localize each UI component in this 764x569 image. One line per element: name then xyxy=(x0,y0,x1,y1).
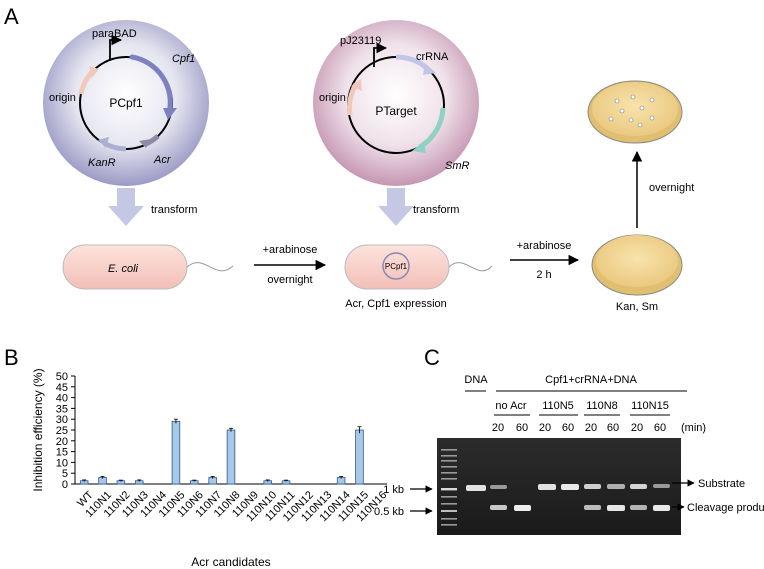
time-label: 60 xyxy=(654,422,666,434)
colonies xyxy=(608,94,655,128)
panel-label-c: C xyxy=(424,345,440,370)
origin-label-2: origin xyxy=(319,92,346,104)
promoter-label: paraBAD xyxy=(92,28,137,40)
gene-label-cpf1: Cpf1 xyxy=(172,53,195,65)
y-axis-title: Inhibition efficiency (%) xyxy=(31,368,45,491)
panel-label-b: B xyxy=(4,345,19,370)
group-label-110n8: 110N8 xyxy=(586,400,618,412)
origin-label: origin xyxy=(49,92,76,104)
gene-label-kanr: KanR xyxy=(88,157,116,169)
time-label: 20 xyxy=(539,422,551,434)
step1-bottom-label: overnight xyxy=(267,274,312,286)
bar xyxy=(355,429,364,485)
gel-bands xyxy=(466,484,670,511)
time-label: 60 xyxy=(516,422,528,434)
marker-1kb: 1 kb xyxy=(383,484,404,496)
band-label-cleavage: Cleavage product xyxy=(687,502,764,514)
plate-caption: Kan, Sm xyxy=(616,301,658,313)
gel-panel: DNA Cpf1+crRNA+DNA no Acr 110N5 110N8 11… xyxy=(374,374,764,535)
bar xyxy=(226,429,236,485)
transform-arrow-2 xyxy=(378,188,414,226)
cpf1-gene-arc xyxy=(129,54,173,116)
x-axis-title: Acr candidates xyxy=(191,555,270,569)
transform-arrow-1 xyxy=(108,188,144,226)
plasmid2-name: PTarget xyxy=(375,104,417,118)
cell-plasmid-circle xyxy=(382,252,410,280)
time-label: 20 xyxy=(492,422,504,434)
transform-label-1: transform xyxy=(151,204,197,216)
gene-label-smr: SmR xyxy=(445,160,470,172)
cell-with-plasmid: PCpf1 xyxy=(344,244,493,290)
step2-top-label: +arabinose xyxy=(517,240,572,252)
group-label-110n5: 110N5 xyxy=(542,400,574,412)
bar-group xyxy=(79,418,364,485)
cell2-caption: Acr, Cpf1 expression xyxy=(345,298,447,310)
promoter-arrow xyxy=(109,34,123,60)
dna-lane-label: DNA xyxy=(464,374,488,386)
group-label-110n15: 110N15 xyxy=(631,400,669,412)
y-tick-label: 40 xyxy=(56,393,68,405)
step1-top-label: +arabinose xyxy=(263,244,318,256)
plasmid-pcpf1: paraBAD PCpf1 Cpf1 Acr KanR origin xyxy=(43,20,209,186)
y-tick-label: 30 xyxy=(56,414,68,426)
y-tick-label: 15 xyxy=(56,447,68,459)
time-label: 20 xyxy=(631,422,643,434)
transform-label-2: transform xyxy=(413,204,459,216)
step3-label: overnight xyxy=(649,182,694,194)
plasmid-ptarget: pJ23119 PTarget crRNA SmR origin xyxy=(313,20,479,186)
cell1-label: E. coli xyxy=(108,263,139,275)
bar xyxy=(171,420,181,485)
panel-label-a: A xyxy=(4,4,19,29)
y-tick-label: 0 xyxy=(62,479,68,491)
reaction-label: Cpf1+crRNA+DNA xyxy=(545,374,637,386)
plasmid1-name: PCpf1 xyxy=(109,96,143,110)
gene-label-crrna: crRNA xyxy=(416,51,449,63)
y-tick-label: 20 xyxy=(56,436,68,448)
group-label-no-acr: no Acr xyxy=(495,400,527,412)
time-label: 20 xyxy=(585,422,597,434)
y-tick-label: 50 xyxy=(56,371,68,383)
marker-05kb: 0.5 kb xyxy=(374,506,404,518)
cell-ecoli: E. coli xyxy=(62,244,234,290)
promoter-arrow-2 xyxy=(373,42,388,67)
time-label: 60 xyxy=(607,422,619,434)
y-tick-label: 35 xyxy=(56,403,68,415)
x-tick-label-group: WT110N1110N2110N3110N4110N5110N6110N7110… xyxy=(75,489,389,524)
step2-bottom-label: 2 h xyxy=(536,269,551,281)
culture-plate xyxy=(591,234,683,296)
y-tick-label: 25 xyxy=(56,425,68,437)
ladder-bands xyxy=(441,449,457,526)
colony-plate xyxy=(587,80,683,144)
promoter-label-2: pJ23119 xyxy=(340,35,381,47)
gene-label-acr: Acr xyxy=(153,154,172,166)
y-tick-label: 45 xyxy=(56,382,68,394)
y-tick-label: 10 xyxy=(56,457,68,469)
y-tick-label: 5 xyxy=(62,468,68,480)
time-label: 60 xyxy=(562,422,574,434)
cell2-plasmid-label: PCpf1 xyxy=(385,262,408,271)
time-unit-label: (min) xyxy=(681,422,706,434)
band-label-substrate: Substrate xyxy=(698,478,745,490)
